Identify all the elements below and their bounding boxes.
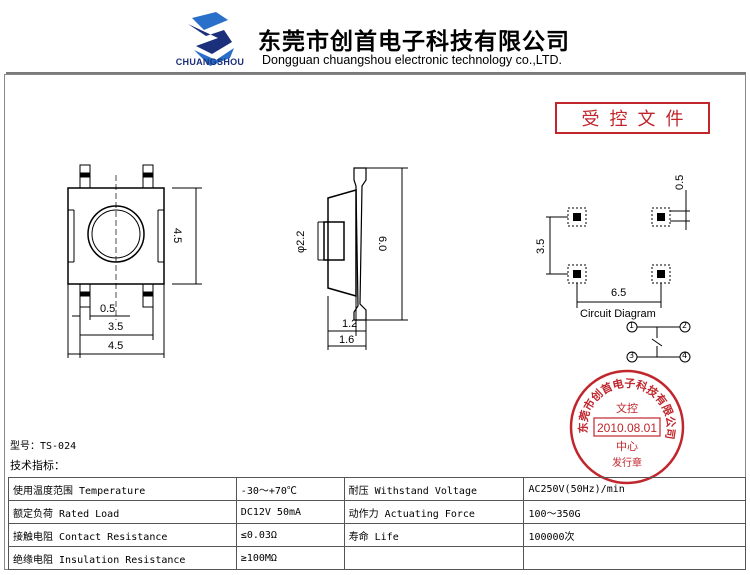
dim-pad-vertical: 3.5 <box>535 238 547 254</box>
spec-label: 接触电阻 Contact Resistance <box>8 523 237 547</box>
dim-pin-pitch: 3.5 <box>108 321 124 333</box>
drawing-frame <box>4 74 746 570</box>
spec-label: 使用温度范围 Temperature <box>8 477 237 501</box>
seal-date: 2010.08.01 <box>597 421 657 435</box>
company-name-cn: 东莞市创首电子科技有限公司 <box>258 28 570 55</box>
dim-depth: 1.6 <box>339 334 355 346</box>
spec-value <box>523 546 746 570</box>
dim-diameter: φ2.2 <box>295 230 307 253</box>
spec-label: 耐压 Withstand Voltage <box>343 477 525 501</box>
circuit-diagram-title: Circuit Diagram <box>580 308 656 320</box>
spec-value: AC250V(50Hz)/min <box>523 477 746 501</box>
circuit-pin-3: 3 <box>629 351 635 360</box>
spec-label: 动作力 Actuating Force <box>343 500 525 524</box>
table-row: 额定负荷 Rated Load DC12V 50mA 动作力 Actuating… <box>8 500 746 524</box>
seal-line1: 文控 <box>616 401 638 415</box>
dim-pad-horizontal: 6.5 <box>611 287 627 299</box>
company-name-en: Dongguan chuangshou electronic technolog… <box>262 53 562 67</box>
spec-label: 寿命 Life <box>343 523 525 547</box>
company-seal-icon: 东莞市创首电子科技有限公司 文控 2010.08.01 中心 发行章 <box>569 369 685 485</box>
circuit-pin-1: 1 <box>629 321 635 330</box>
spec-label: 额定负荷 Rated Load <box>8 500 237 524</box>
dim-front-height: 4.5 <box>171 228 183 244</box>
spec-value: DC12V 50mA <box>235 500 345 524</box>
dim-pad-top: 0.5 <box>674 174 686 190</box>
spec-value: -30～+70℃ <box>235 477 345 501</box>
seal-line4: 发行章 <box>612 456 642 469</box>
spec-value: 100～350G <box>523 500 746 524</box>
table-row: 使用温度范围 Temperature -30～+70℃ 耐压 Withstand… <box>8 477 746 501</box>
logo-caption: CHUANGSHOU <box>175 57 245 67</box>
side-view <box>317 167 408 350</box>
spec-value: 100000次 <box>523 523 746 547</box>
dim-pin-width: 0.5 <box>100 303 116 315</box>
dim-side-height: 6.0 <box>376 236 388 252</box>
dim-front-width: 4.5 <box>108 340 124 352</box>
circuit-pin-4: 4 <box>682 351 688 360</box>
dim-step: 1.2 <box>342 318 358 330</box>
spec-label <box>343 546 525 570</box>
model-number: 型号：TS-024 <box>10 441 77 452</box>
spec-value: ≥100MΩ <box>235 546 345 570</box>
pad-layout <box>546 190 691 363</box>
controlled-document-stamp: 受控文件 <box>555 102 710 134</box>
header-divider <box>6 72 746 74</box>
spec-label: 绝缘电阻 Insulation Resistance <box>8 546 237 570</box>
company-logo-icon <box>188 12 234 66</box>
circuit-pin-2: 2 <box>682 321 688 330</box>
controlled-stamp-text: 受控文件 <box>581 109 694 130</box>
seal-line3: 中心 <box>616 440 638 453</box>
spec-table: 使用温度范围 Temperature -30～+70℃ 耐压 Withstand… <box>8 477 746 570</box>
front-view <box>67 164 202 358</box>
spec-heading: 技术指标： <box>10 459 65 472</box>
spec-value: ≤0.03Ω <box>235 523 345 547</box>
table-row: 绝缘电阻 Insulation Resistance ≥100MΩ <box>8 546 746 570</box>
table-row: 接触电阻 Contact Resistance ≤0.03Ω 寿命 Life 1… <box>8 523 746 547</box>
